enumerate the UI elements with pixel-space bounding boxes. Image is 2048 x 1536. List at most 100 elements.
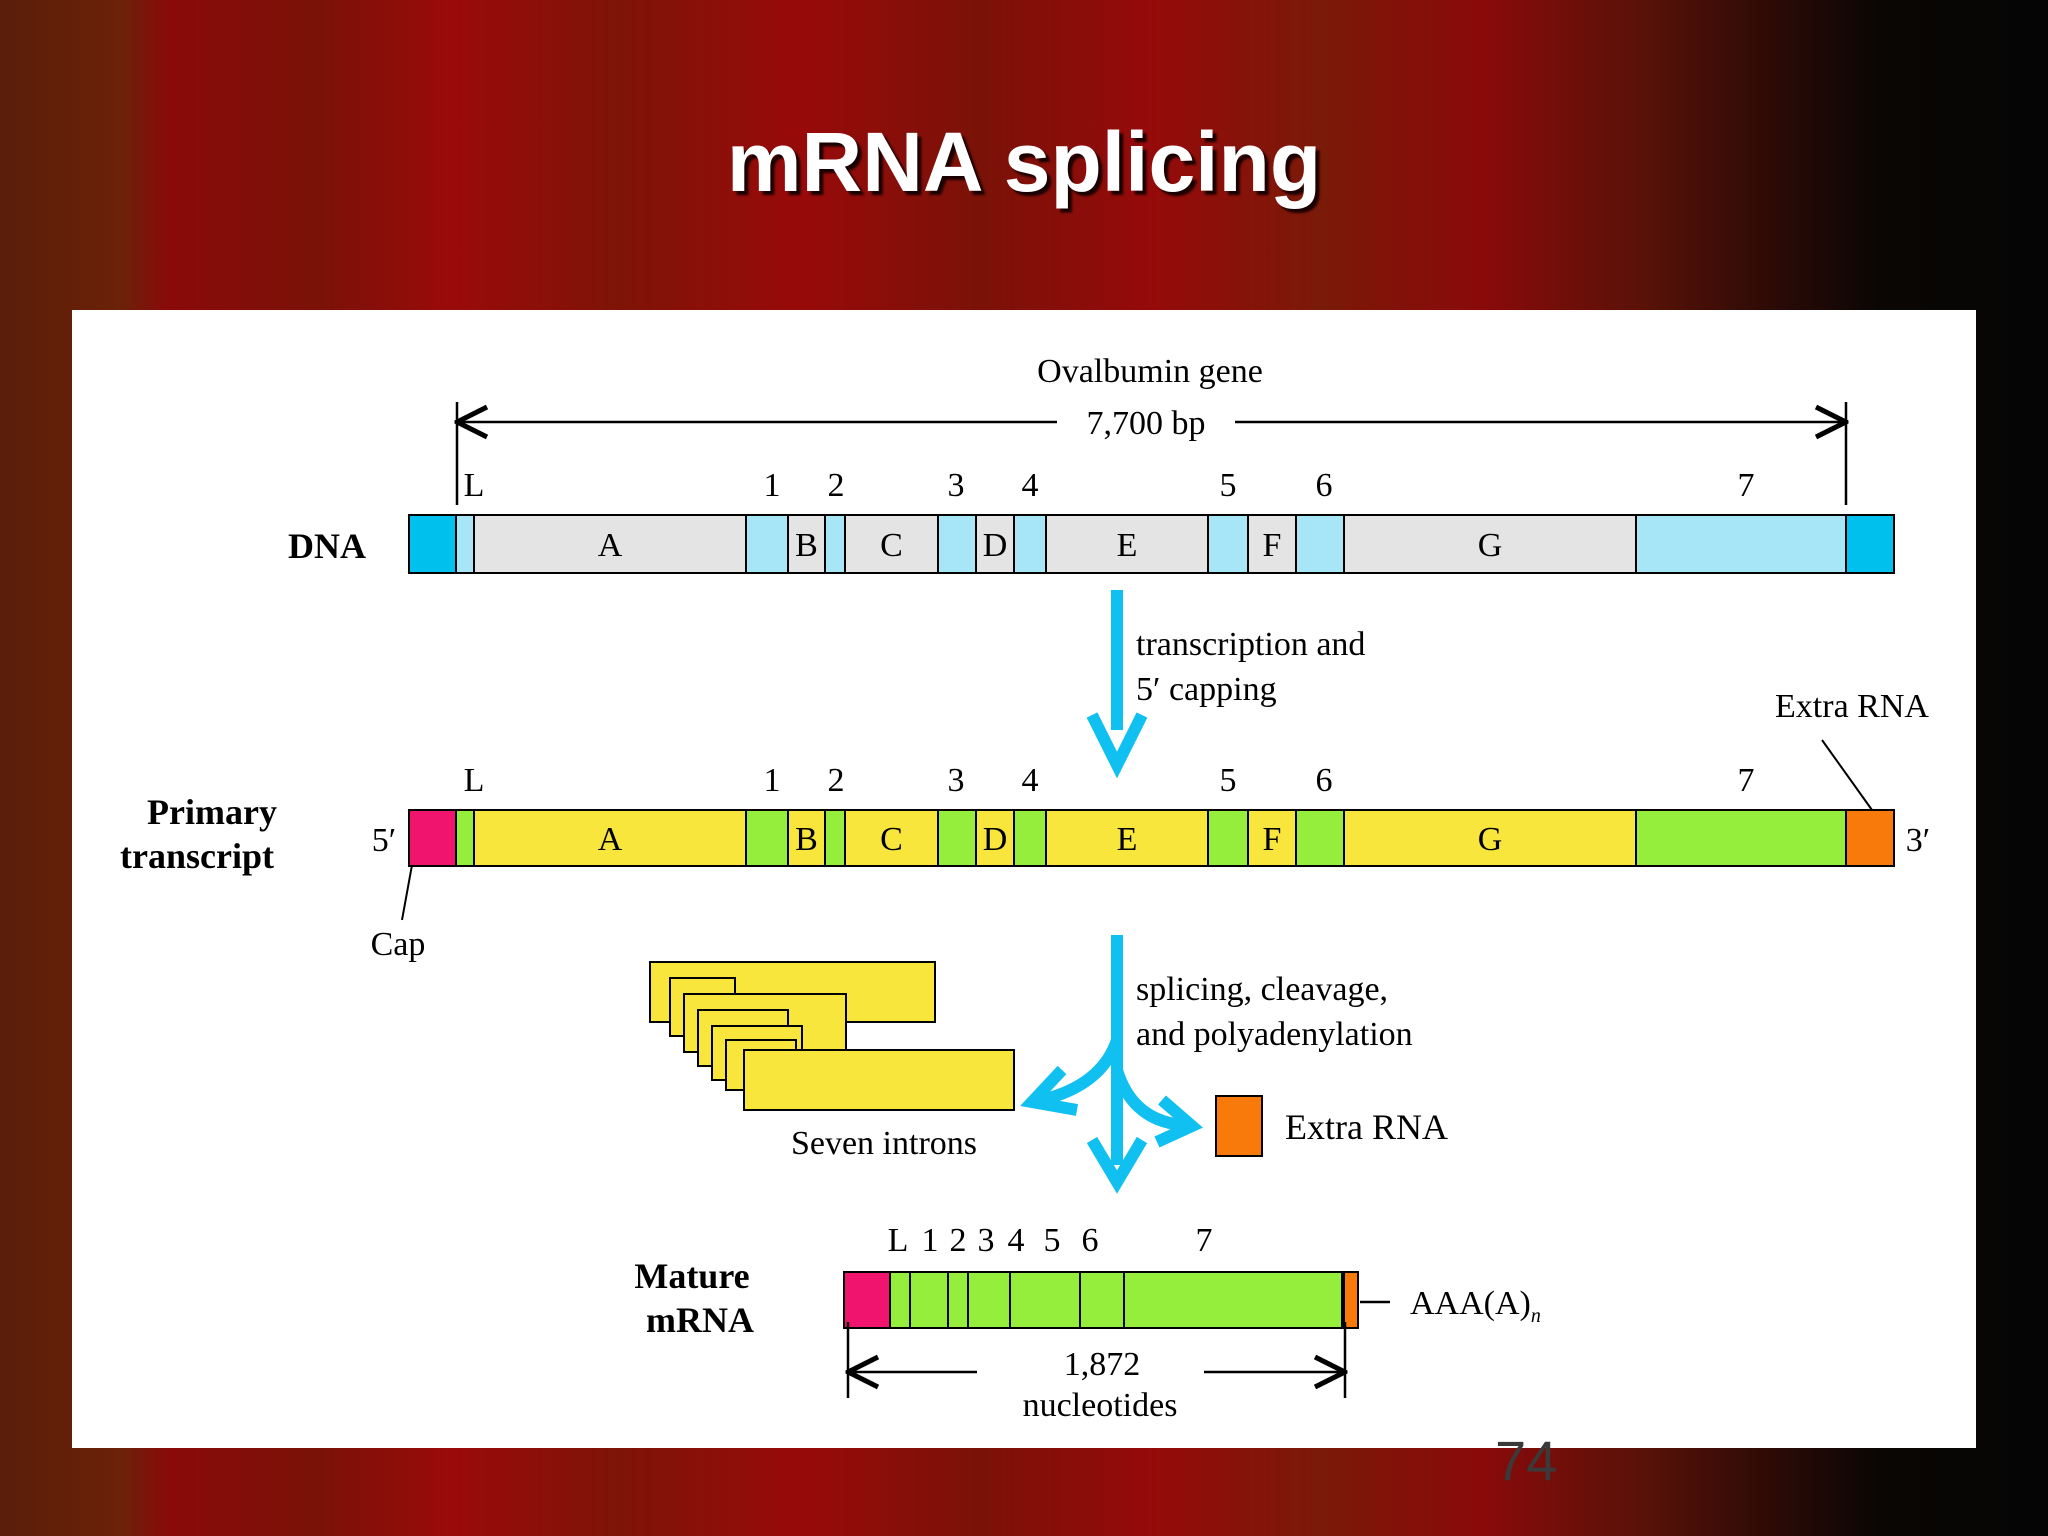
dna-intron-label-B: B	[795, 527, 818, 564]
dna-intron-B	[787, 514, 826, 574]
primary-intron-C	[844, 809, 939, 867]
mature-exon-3	[967, 1271, 1011, 1329]
primary-exon-4	[1013, 809, 1047, 867]
rna-exon-labels-7: 7	[1738, 762, 1755, 799]
dna-exon-labels-4: 4	[1022, 467, 1039, 504]
primary-exon-5	[1207, 809, 1249, 867]
mature-exon-label-L: L	[888, 1222, 909, 1259]
slide-title: mRNA splicing	[726, 115, 1322, 209]
dna-intron-label-G: G	[1478, 527, 1503, 564]
step1-line2: 5′ capping	[1136, 671, 1277, 708]
mature-row-label-2: mRNA	[646, 1300, 754, 1340]
primary-end-segment	[1845, 809, 1895, 867]
cap-label: Cap	[371, 926, 426, 963]
primary-intron-D	[975, 809, 1015, 867]
step2-line2: and polyadenylation	[1136, 1016, 1413, 1053]
dna-exon-1	[745, 514, 789, 574]
three-prime-label: 3′	[1906, 822, 1930, 859]
slide-number: 74	[1495, 1429, 1558, 1492]
dna-exon-labels-7: 7	[1738, 467, 1755, 504]
dna-start-segment	[408, 514, 457, 574]
primary-intron-G	[1343, 809, 1637, 867]
dna-exon-labels-6: 6	[1316, 467, 1333, 504]
poly-a-subscript: n	[1531, 1305, 1541, 1327]
step1-line1: transcription and	[1136, 626, 1365, 663]
mature-exon-label-2: 2	[950, 1222, 967, 1259]
mature-exon-label-4: 4	[1008, 1222, 1025, 1259]
poly-a-main: AAA(A)	[1410, 1285, 1531, 1322]
rna-exon-labels-4: 4	[1022, 762, 1039, 799]
primary-exon-L	[455, 809, 475, 867]
primary-intron-label-G: G	[1478, 821, 1503, 858]
seven-introns-label: Seven introns	[791, 1125, 977, 1162]
dna-intron-label-D: D	[983, 527, 1008, 564]
extra-branch-head	[1154, 1095, 1203, 1148]
dna-row-label: DNA	[288, 526, 366, 566]
dna-exon-labels-2: 2	[828, 467, 845, 504]
dna-exon-4	[1013, 514, 1047, 574]
seven-introns-stack	[649, 961, 1015, 1111]
gene-name-label: Ovalbumin gene	[1037, 353, 1263, 390]
dna-exon-6	[1295, 514, 1345, 574]
mature-row-label-1: Mature	[634, 1256, 749, 1296]
rna-exon-labels-1: 1	[764, 762, 781, 799]
primary-intron-label-C: C	[880, 821, 903, 858]
dna-intron-C	[844, 514, 939, 574]
mature-exon-label-7: 7	[1196, 1222, 1213, 1259]
mature-mrna-bar	[843, 1271, 1359, 1329]
mature-exon-6	[1123, 1271, 1343, 1329]
transcription-arrow-head	[1086, 712, 1148, 779]
primary-exon-7	[1635, 809, 1847, 867]
dna-intron-label-C: C	[880, 527, 903, 564]
primary-row-label-2: transcript	[120, 836, 274, 876]
splicing-arrow-head	[1086, 1136, 1148, 1194]
dna-exon-L	[455, 514, 475, 574]
extra-rna-mid-label: Extra RNA	[1285, 1107, 1448, 1147]
mature-exon-label-3: 3	[978, 1222, 995, 1259]
primary-exon-6	[1295, 809, 1345, 867]
mature-exon-5	[1079, 1271, 1125, 1329]
intron-branch-arrow	[1040, 1037, 1123, 1106]
dna-exon-3	[937, 514, 977, 574]
primary-start-segment	[408, 809, 457, 867]
dna-exon-labels-L: L	[464, 467, 485, 504]
mature-exon-label-1: 1	[922, 1222, 939, 1259]
extra-rna-block	[1215, 1095, 1263, 1157]
dna-intron-label-E: E	[1117, 527, 1138, 564]
dna-exon-labels-1: 1	[764, 467, 781, 504]
gene-length-label: 7,700 bp	[1087, 405, 1206, 442]
dna-intron-label-F: F	[1263, 527, 1282, 564]
mature-tail-segment	[1343, 1271, 1359, 1329]
dna-exon-7	[1635, 514, 1847, 574]
primary-intron-B	[787, 809, 826, 867]
primary-exon-3	[937, 809, 977, 867]
cap-pointer-line	[401, 864, 413, 921]
primary-intron-A	[473, 809, 747, 867]
dna-exon-labels-5: 5	[1220, 467, 1237, 504]
primary-exon-1	[745, 809, 789, 867]
primary-intron-label-B: B	[795, 821, 818, 858]
primary-intron-label-E: E	[1117, 821, 1138, 858]
extra-branch-arrow	[1111, 1068, 1183, 1131]
mature-exon-L	[889, 1271, 911, 1329]
dna-end-segment	[1845, 514, 1895, 574]
mature-exon-2	[947, 1271, 969, 1329]
step2-line1: splicing, cleavage,	[1136, 971, 1388, 1008]
mrna-length-number: 1,872	[1064, 1346, 1141, 1383]
mature-exon-1	[909, 1271, 949, 1329]
primary-intron-F	[1247, 809, 1297, 867]
rna-exon-labels-2: 2	[828, 762, 845, 799]
primary-intron-label-A: A	[598, 821, 623, 858]
poly-a-tail-label: AAA(A)n	[1410, 1285, 1541, 1327]
extra-rna-top-label: Extra RNA	[1775, 688, 1929, 725]
primary-intron-E	[1045, 809, 1209, 867]
rna-exon-labels-3: 3	[948, 762, 965, 799]
primary-exon-2	[824, 809, 846, 867]
intron-branch-head	[1020, 1065, 1079, 1116]
